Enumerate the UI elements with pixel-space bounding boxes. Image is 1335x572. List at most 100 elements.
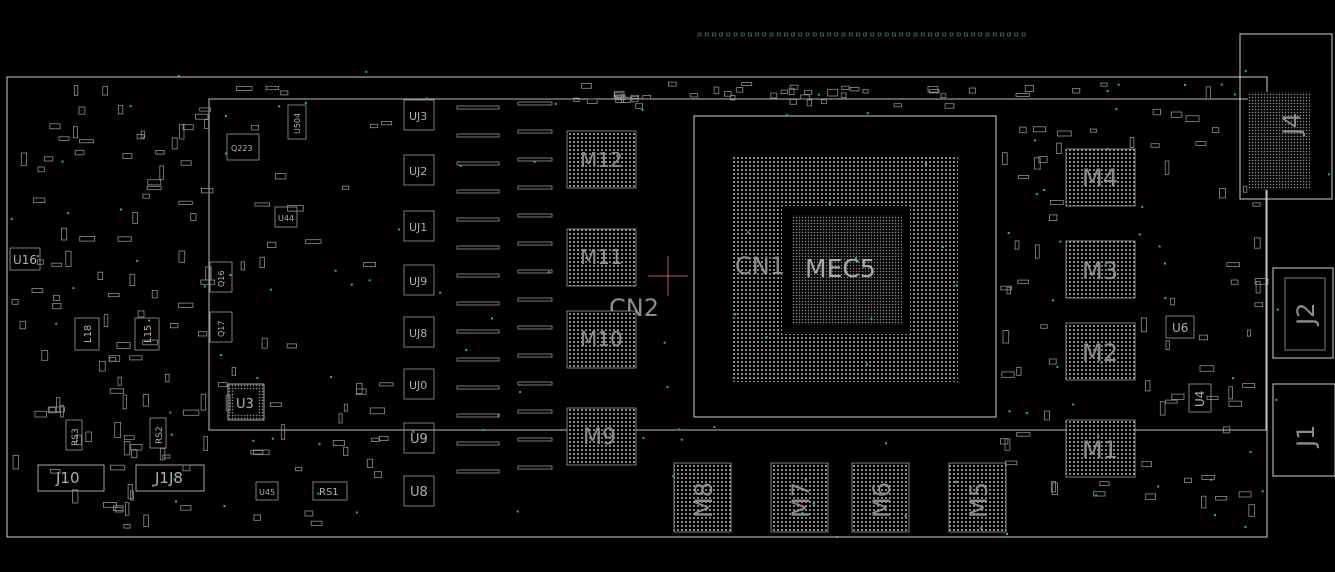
via <box>516 510 519 513</box>
passive <box>1002 330 1010 344</box>
part-l15[interactable]: L15 <box>134 317 160 351</box>
via <box>497 414 500 417</box>
passive <box>1000 438 1009 445</box>
passive <box>99 360 106 372</box>
passive <box>113 505 124 511</box>
passive <box>79 139 94 144</box>
via <box>1033 139 1036 142</box>
passive <box>1145 380 1151 392</box>
via <box>1214 514 1216 517</box>
passive <box>200 279 216 285</box>
part-uj0[interactable]: UJ0 <box>403 368 435 400</box>
via <box>1115 108 1118 111</box>
part-u3[interactable]: U3 <box>227 383 265 421</box>
memory-m5[interactable]: M5 <box>948 462 1007 533</box>
passive <box>142 339 158 346</box>
connector-j10[interactable]: J10 <box>37 464 105 492</box>
via <box>1104 264 1107 267</box>
via <box>1158 245 1161 248</box>
via <box>1008 410 1011 413</box>
via <box>678 428 681 431</box>
via <box>866 363 869 366</box>
passive <box>1016 432 1031 437</box>
memory-m8[interactable]: M8 <box>673 462 732 533</box>
m10-label: M10 <box>580 327 623 351</box>
passive <box>203 435 208 452</box>
part-uj2[interactable]: UJ2 <box>403 154 435 186</box>
passive <box>362 262 376 267</box>
part-u9[interactable]: U9 <box>403 422 435 454</box>
part-u8[interactable]: U8 <box>403 475 435 507</box>
part-u6[interactable]: U6 <box>1165 315 1195 339</box>
passive <box>1017 279 1029 284</box>
l15-label: L15 <box>143 325 154 343</box>
passive <box>195 113 209 120</box>
part-u4[interactable]: U4 <box>1188 383 1212 413</box>
passive <box>114 507 124 513</box>
memory-m1[interactable]: M1 <box>1065 419 1136 478</box>
connector-j2[interactable]: J2 <box>1272 267 1334 359</box>
passive <box>1228 386 1233 400</box>
via <box>870 317 873 320</box>
part-uj9[interactable]: UJ9 <box>403 264 435 296</box>
passive <box>1170 297 1175 306</box>
test-point <box>1007 32 1011 37</box>
memory-m10[interactable]: M10 <box>566 310 637 369</box>
part-uj3[interactable]: UJ3 <box>403 99 435 131</box>
passive <box>821 99 827 104</box>
via <box>177 75 180 78</box>
memory-m4[interactable]: M4 <box>1065 148 1136 207</box>
passive <box>1252 202 1261 207</box>
via <box>278 105 281 108</box>
part-q16[interactable]: Q16 <box>209 261 233 293</box>
part-uj1[interactable]: UJ1 <box>403 210 435 242</box>
passive <box>581 83 592 89</box>
passive <box>142 193 150 199</box>
via <box>224 152 227 155</box>
memory-m3[interactable]: M3 <box>1065 240 1136 299</box>
passive <box>1164 160 1170 175</box>
part-u16[interactable]: U16 <box>9 247 41 271</box>
cn1-label: CN1 <box>735 252 785 280</box>
memory-m11[interactable]: M11 <box>566 228 637 287</box>
passive <box>800 94 810 100</box>
test-point <box>733 32 738 37</box>
part-q17[interactable]: Q17 <box>209 311 233 343</box>
passive <box>122 153 133 159</box>
connector-j18[interactable]: J1J8 <box>135 464 205 492</box>
cursor-crosshair <box>648 256 688 296</box>
via <box>330 376 332 379</box>
memory-m6[interactable]: M6 <box>851 462 910 533</box>
connector-j4[interactable]: J4 <box>1239 33 1333 200</box>
memory-m12[interactable]: M12 <box>566 130 637 189</box>
part-rs2[interactable]: RS2 <box>149 417 167 449</box>
passive <box>250 450 264 455</box>
memory-m9[interactable]: M9 <box>566 407 637 466</box>
memory-m2[interactable]: M2 <box>1065 322 1136 381</box>
test-point <box>920 32 925 37</box>
part-q223[interactable]: Q223 <box>226 133 260 161</box>
passive <box>178 250 186 263</box>
mec5-package[interactable]: MEC5 CN1 <box>693 115 997 418</box>
test-point <box>704 32 709 37</box>
passive <box>1051 482 1059 496</box>
part-u45[interactable]: U45 <box>255 481 279 501</box>
part-rs1[interactable]: RS1 <box>312 481 348 501</box>
passive <box>254 202 271 207</box>
part-l18[interactable]: L18 <box>74 317 100 351</box>
passive <box>1255 280 1261 294</box>
connector-j1[interactable]: J1 <box>1272 383 1335 477</box>
part-u44[interactable]: U44 <box>274 206 298 228</box>
part-rs3[interactable]: RS3 <box>65 419 83 451</box>
passive <box>1211 127 1220 133</box>
via <box>616 154 619 157</box>
passive <box>60 405 64 418</box>
via <box>203 285 206 288</box>
test-point <box>985 32 990 37</box>
part-uj8[interactable]: UJ8 <box>403 316 435 348</box>
memory-m7[interactable]: M7 <box>770 462 829 533</box>
part-u504[interactable]: U504 <box>287 104 307 140</box>
passive <box>1050 199 1064 206</box>
via <box>1072 403 1075 406</box>
